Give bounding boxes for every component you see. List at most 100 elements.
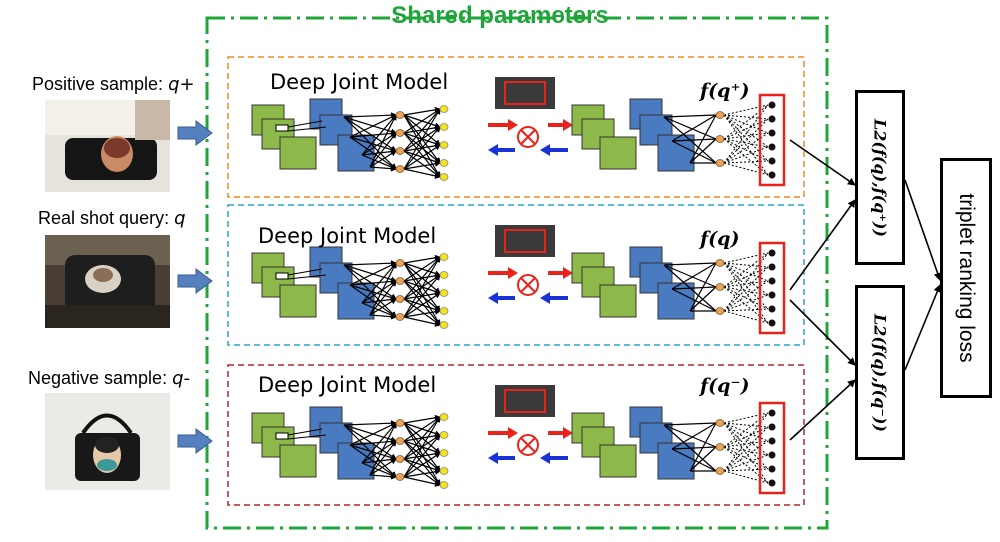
otimes-icon [520, 129, 536, 145]
row-box-negative [227, 364, 805, 506]
net2-query-edge [723, 252, 769, 288]
right-arrow-icon [508, 427, 518, 439]
net2-negative-edge [723, 468, 769, 472]
net1-negative-output-neuron [439, 481, 449, 489]
deep-joint-model-label-query: Deep Joint Model [258, 224, 437, 248]
net1-positive-edge [369, 132, 397, 168]
net2-positive-edge [671, 114, 717, 142]
net2-negative-edge [689, 446, 717, 472]
thumbnail-box-query [504, 229, 546, 253]
input-arrow-positive [177, 120, 213, 146]
right-arrow-icon [563, 427, 573, 439]
net2-query-edge [671, 286, 717, 290]
right-arrow-icon [563, 119, 573, 131]
net2-positive-edge [689, 138, 717, 164]
net2-negative-output-neuron [768, 465, 776, 473]
net1-positive-edge [403, 144, 441, 170]
net2-query-edge [671, 262, 717, 290]
net2-positive-hidden-neuron [715, 111, 725, 119]
net2-negative-edge [723, 422, 769, 484]
net2-positive-edge [671, 138, 717, 142]
net2-positive-edge [723, 114, 769, 148]
net1-positive-kernel-line [287, 120, 323, 128]
net1-query-output-neuron [439, 307, 449, 315]
net2-negative-output-neuron [768, 409, 776, 417]
loss-arrows [789, 139, 942, 441]
net2-negative-green-map [581, 426, 615, 458]
net1-query-edge [369, 298, 397, 316]
net1-negative-edge [403, 416, 441, 442]
net2-query-edge [723, 262, 769, 268]
net2-positive-output-neuron [768, 143, 776, 151]
net1-positive-edge [403, 108, 441, 134]
net1-positive-edge [403, 108, 441, 170]
query-image [45, 235, 170, 328]
net2-negative-edge [723, 446, 769, 484]
net2-query-output-neuron [768, 319, 776, 327]
net2-negative-feature-highlight [758, 401, 786, 495]
net2-query-edge [723, 286, 769, 324]
net1-negative-edge [349, 438, 397, 446]
positive-distance-box: L2(f(q),f(q⁺)) [855, 90, 905, 265]
net2-query-output-neuron [768, 305, 776, 313]
net2-negative-edge [723, 454, 769, 472]
output-label-negative: f(q⁻) [700, 375, 750, 397]
net1-positive-hidden-neuron [395, 165, 405, 173]
net1-positive-green-map [279, 136, 317, 170]
net2-negative-edge [663, 422, 717, 426]
otimes-icon [520, 437, 536, 453]
net1-positive-edge [403, 160, 441, 170]
net1-query-edge [343, 264, 397, 283]
net2-positive-edge [723, 138, 769, 176]
net1-query-edge [403, 256, 441, 282]
net1-negative-kernel-line [287, 428, 323, 436]
net2-query-edge [671, 288, 717, 312]
net1-positive-edge [369, 150, 397, 168]
net1-query-edge [369, 280, 397, 316]
net1-negative-output-neuron [439, 449, 449, 457]
net1-positive-edge [343, 116, 397, 135]
net2-positive-edge [663, 114, 717, 118]
net1-positive-edge [343, 116, 397, 152]
net2-negative-output-neuron [768, 437, 776, 445]
net1-query-blue-map [337, 282, 375, 320]
net2-negative-edge [723, 412, 769, 448]
negative-distance-box: L2(f(q),f(q⁻)) [855, 285, 905, 460]
net1-query-hidden-neuron [395, 313, 405, 321]
net1-positive-edge [403, 126, 441, 170]
net1-negative-edge [361, 422, 397, 464]
net2-query-edge [689, 286, 717, 312]
net2-negative-edge [723, 422, 769, 428]
net2-positive-edge [723, 160, 769, 164]
left-arrow-icon [488, 452, 498, 464]
positive-distance-text: L2(f(q),f(q⁺)) [870, 118, 890, 237]
net1-negative-edge [349, 444, 397, 461]
net2-query-edge [723, 262, 769, 324]
net1-negative-output-neuron [439, 431, 449, 439]
net2-query-output-neuron [768, 291, 776, 299]
net2-query-output-neuron [768, 249, 776, 257]
net1-query-edge [403, 256, 441, 318]
net1-query-edge [361, 280, 397, 304]
net2-positive-edge [723, 146, 769, 164]
net1-positive-edge [403, 168, 441, 179]
net1-query-edge [403, 292, 441, 318]
left-arrow-icon [488, 292, 498, 304]
net1-negative-edge [403, 414, 441, 424]
net1-negative-edge [349, 444, 397, 478]
net1-negative-edge [369, 422, 397, 476]
net2-positive-edge [723, 114, 769, 176]
net1-query-edge [349, 278, 397, 286]
net2-query-edge [723, 294, 769, 312]
net1-positive-output-neuron [439, 105, 449, 113]
net1-positive-output-neuron [439, 173, 449, 181]
net2-positive-edge [723, 114, 769, 134]
net2-positive-output-neuron [768, 115, 776, 123]
net1-positive-edge [369, 165, 397, 172]
net2-query-edge [689, 262, 717, 312]
net1-negative-hidden-neuron [395, 437, 405, 445]
net1-query-kernel-line [287, 268, 323, 276]
net2-query-edge [723, 262, 769, 282]
net2-positive-hidden-neuron [715, 159, 725, 167]
